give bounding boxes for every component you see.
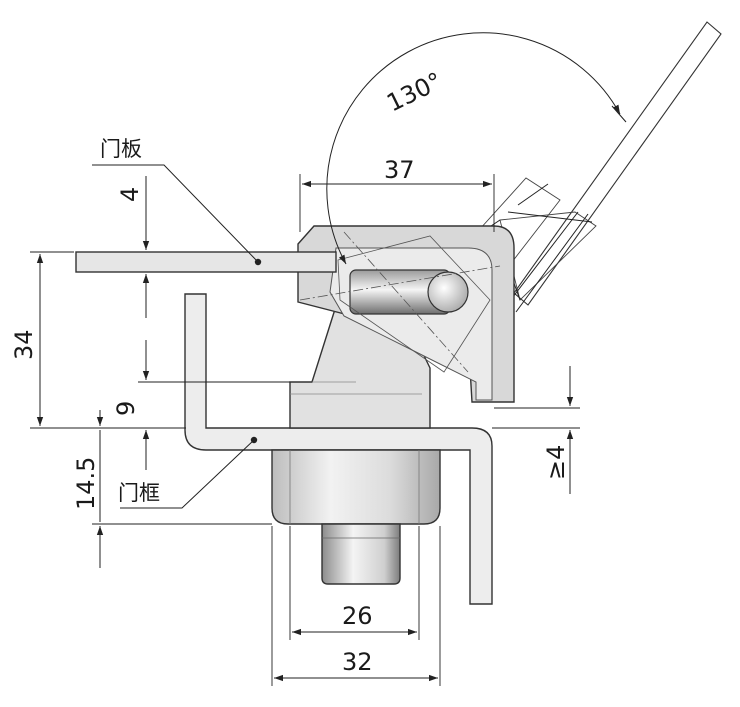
door-panel bbox=[75, 251, 337, 273]
door-frame-profile bbox=[184, 293, 493, 605]
dim-34-label: 34 bbox=[10, 329, 38, 360]
dim-37 bbox=[299, 174, 495, 232]
dim-9-label: 9 bbox=[112, 401, 140, 416]
dim-14-5-label: 14.5 bbox=[72, 457, 100, 510]
dim-32 bbox=[271, 526, 441, 686]
dim-min-4 bbox=[492, 366, 580, 494]
dim-9 bbox=[138, 340, 290, 470]
dim-32-label: 32 bbox=[342, 648, 373, 676]
dim-34 bbox=[30, 251, 186, 429]
dim-37-label: 37 bbox=[384, 156, 415, 184]
angle-130-label: 130° bbox=[382, 67, 446, 118]
angle-dimension bbox=[326, 32, 627, 265]
door-frame-label: 门框 bbox=[118, 481, 160, 505]
dim-14-5 bbox=[92, 410, 272, 568]
dim-26 bbox=[289, 526, 420, 640]
dim-4-label: 4 bbox=[116, 187, 144, 202]
leader-lines bbox=[92, 164, 259, 509]
dim-26-label: 26 bbox=[342, 602, 373, 630]
hinge-bracket bbox=[297, 225, 515, 403]
dim-min-4-label: ≥4 bbox=[542, 445, 570, 480]
door-panel-label: 门板 bbox=[100, 137, 142, 161]
